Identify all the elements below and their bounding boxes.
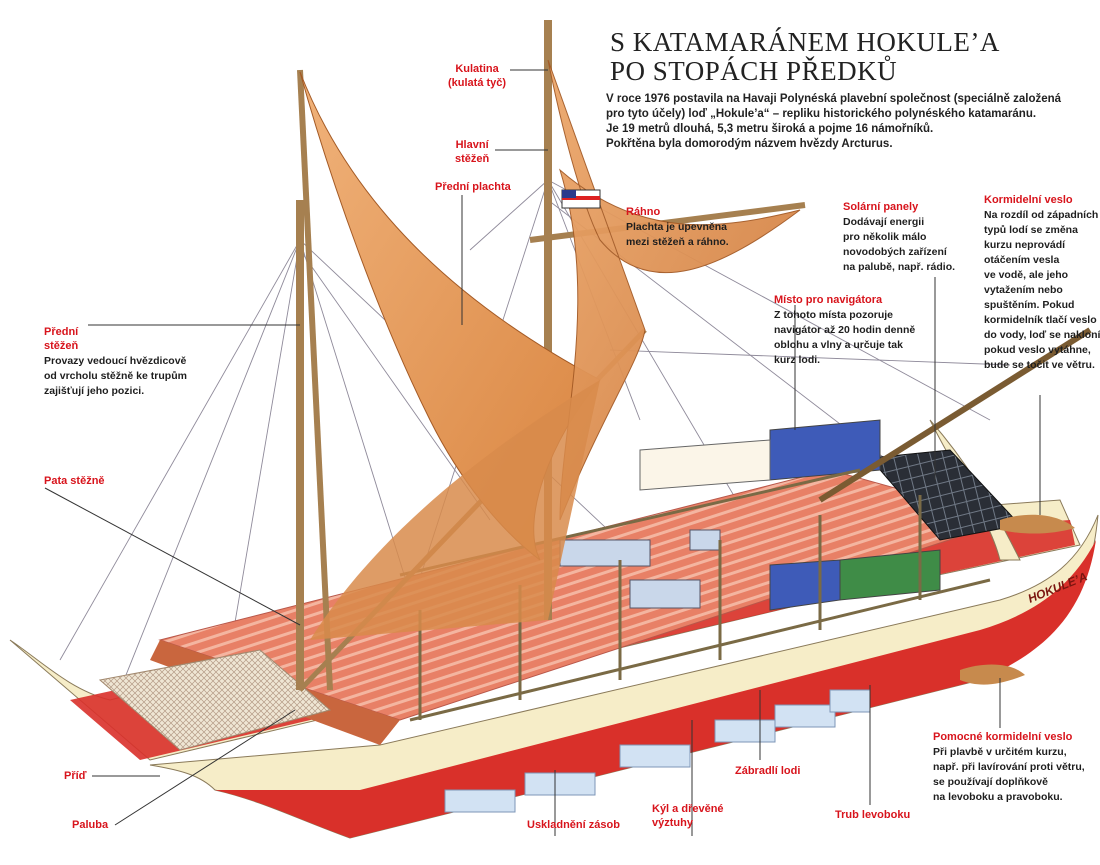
label-front-sail: Přední plachta (435, 181, 511, 193)
label-navigator-spot: Místo pro navigátora (774, 294, 883, 306)
desc-line: mezi stěžeň a ráhno. (626, 236, 729, 248)
label-kulatina: Kulatina (kulatá tyč) (448, 62, 506, 90)
storage-boxes (444, 689, 871, 813)
bow-net (98, 649, 332, 751)
desc-line: pro několik málo (843, 231, 927, 243)
auxiliary-oar (960, 664, 1025, 685)
desc-line: např. při lavírování proti větru, (933, 761, 1085, 773)
label-yard: Ráhno (626, 206, 661, 218)
flag (561, 189, 601, 209)
steering-oar (818, 327, 1092, 534)
solar-description: Dodávají energii pro několik málo novodo… (843, 215, 955, 275)
title-line-2: PO STOPÁCH PŘEDKŮ (610, 56, 898, 86)
desc-line: Dodávají energii (843, 216, 925, 228)
desc-line: spuštěním. Pokud (984, 299, 1075, 311)
desc-line: navigátor až 20 hodin denně (774, 324, 916, 336)
front-mast-description: Provazy vedoucí hvězdicově od vrcholu st… (44, 354, 187, 399)
steering-oar-description: Na rozdíl od západních typů lodí se změn… (984, 208, 1100, 373)
label-main-mast: Hlavní stěžeň (455, 138, 489, 166)
leader-lines (44, 69, 1041, 836)
page-title: S KATAMARÁNEM HOKULE’A PO STOPÁCH PŘEDKŮ (610, 28, 1000, 86)
desc-line: Na rozdíl od západních (984, 209, 1099, 221)
label-text: Kulatina (455, 63, 499, 75)
label-text: výztuhy (652, 817, 693, 829)
desc-line: do vody, loď se nakloní, (984, 329, 1100, 341)
desc-line: Plachta je upevněna (626, 221, 727, 233)
label-steering-oar: Kormidelní veslo (984, 194, 1073, 206)
label-text: Hlavní (455, 139, 489, 151)
desc-line: od vrcholu stěžně ke trupům (44, 370, 187, 382)
desc-line: Při plavbě v určitém kurzu, (933, 746, 1067, 758)
intro-line: Pokřtěna byla domorodým názvem hvězdy Ar… (606, 138, 893, 150)
desc-line: kormidelník tlačí veslo (984, 314, 1097, 326)
intro-line: pro tyto účely) loď „Hokule’a“ – repliku… (606, 108, 1037, 120)
label-solar-panels: Solární panely (843, 201, 919, 213)
desc-line: bude se točit ve větru. (984, 359, 1095, 371)
desc-line: Z tohoto místa pozoruje (774, 309, 893, 321)
label-text: (kulatá tyč) (448, 77, 507, 89)
deck-structures (559, 419, 941, 611)
label-bow: Příď (64, 770, 87, 782)
desc-line: novodobých zařízení (843, 246, 947, 258)
label-railing: Zábradlí lodi (735, 765, 801, 777)
desc-line: kurz lodi. (774, 354, 821, 366)
desc-line: typů lodí se změna (984, 224, 1078, 236)
desc-line: otáčením vesla (984, 254, 1060, 266)
desc-line: Provazy vedoucí hvězdicově (44, 355, 187, 367)
label-text: stěžeň (455, 153, 490, 165)
title-line-1: S KATAMARÁNEM HOKULE’A (610, 27, 1000, 57)
desc-line: na levoboku a pravoboku. (933, 791, 1063, 803)
yard-description: Plachta je upevněna mezi stěžeň a ráhno. (626, 220, 729, 250)
intro-line: V roce 1976 postavila na Havaji Polynésk… (606, 93, 1062, 105)
intro-text: V roce 1976 postavila na Havaji Polynésk… (606, 92, 1076, 152)
label-mast-foot: Pata stěžně (44, 475, 105, 487)
label-front-mast: Přední stěžeň (44, 325, 78, 353)
desc-line: kurzu neprovádí (984, 239, 1066, 251)
desc-line: vytažením nebo (984, 284, 1063, 296)
label-aux-oar: Pomocné kormidelní veslo (933, 731, 1073, 743)
desc-line: ve vodě, ale jeho (984, 269, 1069, 281)
label-storage: Uskladnění zásob (527, 819, 620, 831)
label-deck: Paluba (72, 819, 109, 831)
label-port-hull: Trub levoboku (835, 809, 911, 821)
aux-oar-description: Při plavbě v určitém kurzu, např. při la… (933, 745, 1085, 805)
intro-line: Je 19 metrů dlouhá, 5,3 metru široká a p… (606, 123, 934, 135)
label-keel: Kýl a dřevěné výztuhy (652, 802, 724, 830)
desc-line: pokud veslo vytáhne, (984, 344, 1091, 356)
label-text: Přední (44, 326, 79, 338)
desc-line: oblohu a vlny a určuje tak (774, 339, 903, 351)
label-text: stěžeň (44, 340, 79, 352)
label-text: Kýl a dřevěné (652, 803, 724, 815)
desc-line: se používají doplňkově (933, 776, 1048, 788)
navigator-description: Z tohoto místa pozoruje navigátor až 20 … (774, 308, 915, 368)
desc-line: na palubě, např. rádio. (843, 261, 956, 273)
desc-line: zajišťují jeho pozici. (44, 385, 145, 397)
